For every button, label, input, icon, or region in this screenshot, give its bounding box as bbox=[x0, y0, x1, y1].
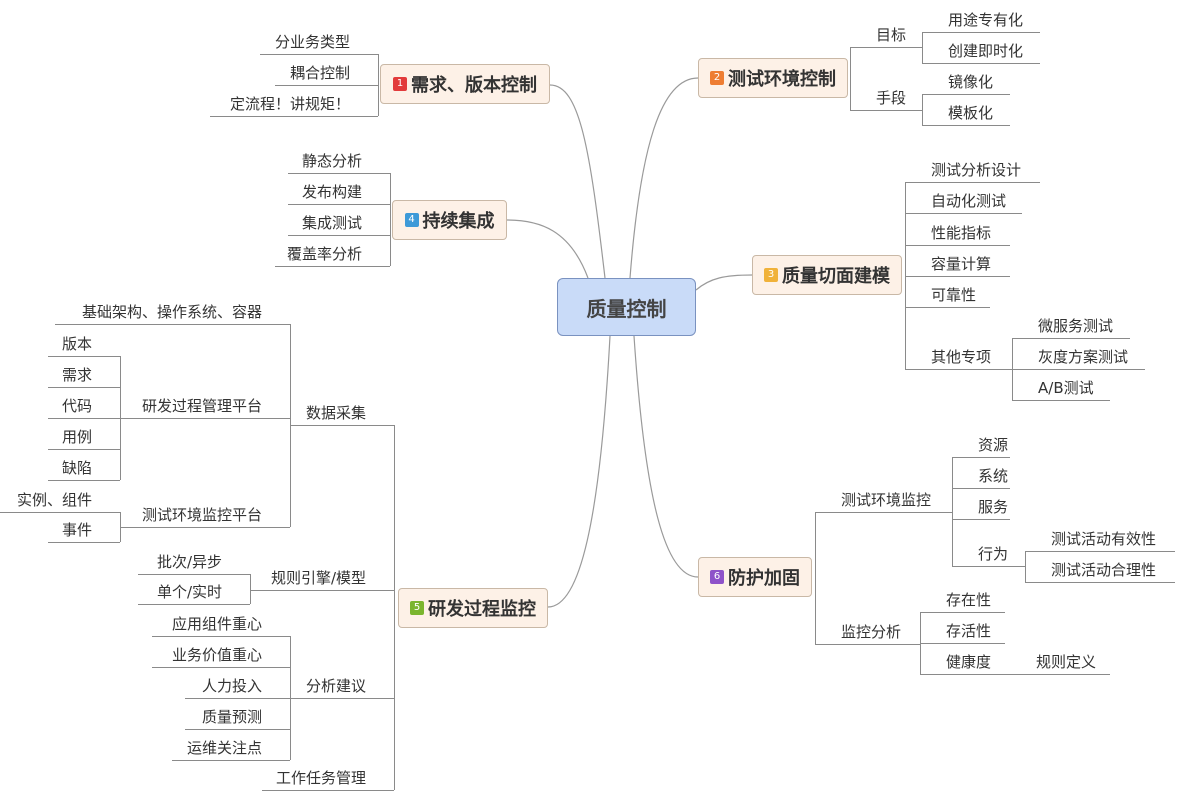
branch-label: 研发过程监控 bbox=[428, 599, 536, 620]
connector-branch-3 bbox=[695, 274, 753, 291]
topic-node[interactable]: 静态分析 bbox=[301, 152, 362, 170]
topic-node[interactable]: 模板化 bbox=[948, 104, 994, 122]
branch-quality-aspect-modeling[interactable]: 3 质量切面建模 bbox=[752, 255, 902, 295]
topic-node[interactable]: 集成测试 bbox=[301, 214, 362, 232]
branch-continuous-integration[interactable]: 4 持续集成 bbox=[392, 200, 507, 240]
topic-node[interactable]: 事件 bbox=[61, 521, 92, 539]
topic-node[interactable]: 发布构建 bbox=[301, 183, 362, 201]
topic-node[interactable]: 容量计算 bbox=[931, 255, 992, 273]
topic-node[interactable]: 实例、组件 bbox=[16, 491, 92, 509]
topic-node[interactable]: 研发过程管理平台 bbox=[141, 397, 262, 415]
topic-node[interactable]: 健康度 bbox=[946, 653, 992, 671]
topic-node[interactable]: 分业务类型 bbox=[274, 33, 350, 51]
connector-branch-2 bbox=[629, 77, 699, 279]
branch-dev-process-monitoring[interactable]: 5 研发过程监控 bbox=[398, 588, 548, 628]
connector-branch-5 bbox=[547, 335, 611, 608]
branch-test-env-control[interactable]: 2 测试环境控制 bbox=[698, 58, 848, 98]
topic-node[interactable]: 性能指标 bbox=[931, 224, 992, 242]
topic-node[interactable]: 目标 bbox=[876, 26, 907, 44]
connector-branch-6 bbox=[633, 335, 699, 578]
topic-node[interactable]: 系统 bbox=[978, 467, 1009, 485]
topic-node[interactable]: 资源 bbox=[978, 436, 1009, 454]
topic-node[interactable]: 测试活动合理性 bbox=[1051, 561, 1157, 579]
topic-node[interactable]: 需求 bbox=[61, 366, 92, 384]
branch-label: 持续集成 bbox=[422, 211, 495, 232]
topic-node[interactable]: 灰度方案测试 bbox=[1038, 348, 1129, 366]
topic-node[interactable]: 测试分析设计 bbox=[931, 161, 1022, 179]
topic-node[interactable]: 数据采集 bbox=[305, 404, 366, 422]
topic-node[interactable]: 覆盖率分析 bbox=[286, 245, 362, 263]
topic-node[interactable]: 基础架构、操作系统、容器 bbox=[81, 303, 262, 321]
branch-label: 质量切面建模 bbox=[782, 266, 890, 287]
connector-branch-4 bbox=[506, 219, 589, 279]
topic-node[interactable]: 其他专项 bbox=[931, 348, 992, 366]
topic-node[interactable]: 业务价值重心 bbox=[171, 646, 262, 664]
branch-label: 需求、版本控制 bbox=[411, 75, 537, 96]
priority-1-icon: 1 bbox=[393, 77, 407, 91]
topic-node[interactable]: 测试环境监控 bbox=[841, 491, 932, 509]
topic-node[interactable]: A/B测试 bbox=[1038, 379, 1094, 397]
topic-node[interactable]: 批次/异步 bbox=[156, 553, 222, 571]
topic-node[interactable]: 可靠性 bbox=[931, 286, 977, 304]
branch-requirements-version-control[interactable]: 1 需求、版本控制 bbox=[380, 64, 550, 104]
topic-node[interactable]: 耦合控制 bbox=[289, 64, 350, 82]
branch-protection-hardening[interactable]: 6 防护加固 bbox=[698, 557, 812, 597]
topic-node[interactable]: 质量预测 bbox=[201, 708, 262, 726]
priority-4-icon: 4 bbox=[404, 213, 419, 227]
topic-node[interactable]: 用途专有化 bbox=[948, 11, 1024, 29]
topic-node[interactable]: 自动化测试 bbox=[931, 192, 1007, 210]
topic-node[interactable]: 应用组件重心 bbox=[171, 615, 262, 633]
topic-node[interactable]: 镜像化 bbox=[948, 73, 994, 91]
topic-node[interactable]: 微服务测试 bbox=[1038, 317, 1114, 335]
topic-node[interactable]: 存在性 bbox=[946, 591, 992, 609]
topic-node[interactable]: 手段 bbox=[876, 89, 907, 107]
priority-3-icon: 3 bbox=[764, 268, 778, 282]
branch-label: 测试环境控制 bbox=[728, 69, 836, 90]
topic-node[interactable]: 用例 bbox=[61, 428, 92, 446]
priority-6-icon: 6 bbox=[710, 570, 724, 584]
topic-node[interactable]: 服务 bbox=[978, 498, 1009, 516]
topic-node[interactable]: 版本 bbox=[61, 335, 92, 353]
topic-node[interactable]: 人力投入 bbox=[201, 677, 262, 695]
connector-branch-1 bbox=[549, 84, 606, 279]
branch-label: 防护加固 bbox=[728, 568, 800, 589]
topic-node[interactable]: 代码 bbox=[61, 397, 92, 415]
topic-node[interactable]: 工作任务管理 bbox=[275, 769, 366, 787]
priority-2-icon: 2 bbox=[710, 71, 724, 85]
topic-node[interactable]: 测试活动有效性 bbox=[1051, 530, 1157, 548]
central-topic[interactable]: 质量控制 bbox=[557, 278, 696, 336]
topic-node[interactable]: 定流程！讲规矩！ bbox=[229, 95, 350, 113]
topic-node[interactable]: 测试环境监控平台 bbox=[141, 506, 262, 524]
topic-node[interactable]: 运维关注点 bbox=[186, 739, 262, 757]
topic-node[interactable]: 分析建议 bbox=[305, 677, 366, 695]
topic-node[interactable]: 存活性 bbox=[946, 622, 992, 640]
topic-node[interactable]: 规则定义 bbox=[1036, 653, 1097, 671]
topic-node[interactable]: 单个/实时 bbox=[156, 583, 222, 601]
topic-node[interactable]: 规则引擎/模型 bbox=[270, 569, 366, 587]
topic-node[interactable]: 缺陷 bbox=[61, 459, 92, 477]
topic-node[interactable]: 行为 bbox=[978, 545, 1009, 563]
priority-5-icon: 5 bbox=[410, 601, 424, 615]
topic-node[interactable]: 创建即时化 bbox=[948, 42, 1024, 60]
topic-node[interactable]: 监控分析 bbox=[841, 623, 902, 641]
